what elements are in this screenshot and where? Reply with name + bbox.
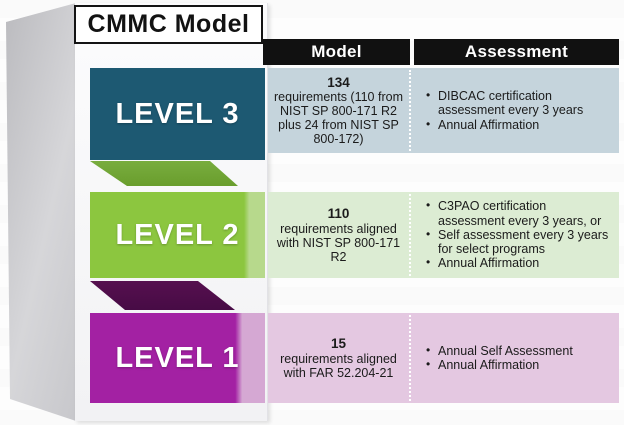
level-3-requirement-count: 134 bbox=[327, 74, 350, 90]
level-2-model-description: requirements aligned with NIST SP 800-17… bbox=[276, 221, 401, 264]
page-title: CMMC Model bbox=[74, 5, 263, 44]
assessment-column-header: Assessment bbox=[414, 39, 619, 65]
level-3-model-cell: 134 requirements (110 from NIST SP 800-1… bbox=[268, 68, 409, 153]
table-row-level-1: 15 requirements aligned with FAR 52.204-… bbox=[268, 313, 619, 403]
column-divider-dotted bbox=[409, 194, 411, 276]
list-item: Annual Affirmation bbox=[423, 358, 573, 372]
level-1-model-description: requirements aligned with FAR 52.204-21 bbox=[280, 351, 397, 380]
panel-side-face bbox=[6, 3, 76, 421]
level-2-assessment-list: C3PAO certification assessment every 3 y… bbox=[415, 199, 615, 270]
level-3-model-description: requirements (110 from NIST SP 800-171 R… bbox=[274, 90, 403, 147]
level-3-banner: LEVEL 3 bbox=[90, 68, 265, 160]
table-row-level-3: 134 requirements (110 from NIST SP 800-1… bbox=[268, 68, 619, 153]
column-divider-dotted bbox=[409, 315, 411, 401]
level-1-label: LEVEL 1 bbox=[115, 341, 240, 374]
level-2-requirement-count: 110 bbox=[327, 206, 350, 222]
table-row-level-2: 110 requirements aligned with NIST SP 80… bbox=[268, 192, 619, 278]
list-item: DIBCAC certification assessment every 3 … bbox=[423, 89, 615, 118]
level-1-requirement-count: 15 bbox=[330, 336, 347, 352]
level-3-assessment-cell: DIBCAC certification assessment every 3 … bbox=[415, 68, 615, 153]
level-3-assessment-list: DIBCAC certification assessment every 3 … bbox=[415, 89, 615, 132]
level-2-banner: LEVEL 2 bbox=[90, 192, 265, 278]
level-3-label: LEVEL 3 bbox=[115, 97, 240, 130]
model-column-header: Model bbox=[263, 39, 410, 65]
level-2-model-cell: 110 requirements aligned with NIST SP 80… bbox=[268, 192, 409, 278]
level-2-assessment-cell: C3PAO certification assessment every 3 y… bbox=[415, 192, 615, 278]
level-1-model-cell: 15 requirements aligned with FAR 52.204-… bbox=[268, 313, 409, 403]
level-1-assessment-list: Annual Self Assessment Annual Affirmatio… bbox=[415, 344, 573, 373]
level-1-banner: LEVEL 1 bbox=[90, 313, 265, 403]
level-1-assessment-cell: Annual Self Assessment Annual Affirmatio… bbox=[415, 313, 615, 403]
list-item: Self assessment every 3 years for select… bbox=[423, 228, 615, 257]
list-item: Annual Affirmation bbox=[423, 118, 615, 132]
list-item: C3PAO certification assessment every 3 y… bbox=[423, 199, 615, 228]
level-2-label: LEVEL 2 bbox=[115, 218, 240, 251]
list-item: Annual Affirmation bbox=[423, 256, 615, 270]
column-divider-dotted bbox=[409, 70, 411, 151]
list-item: Annual Self Assessment bbox=[423, 344, 573, 358]
